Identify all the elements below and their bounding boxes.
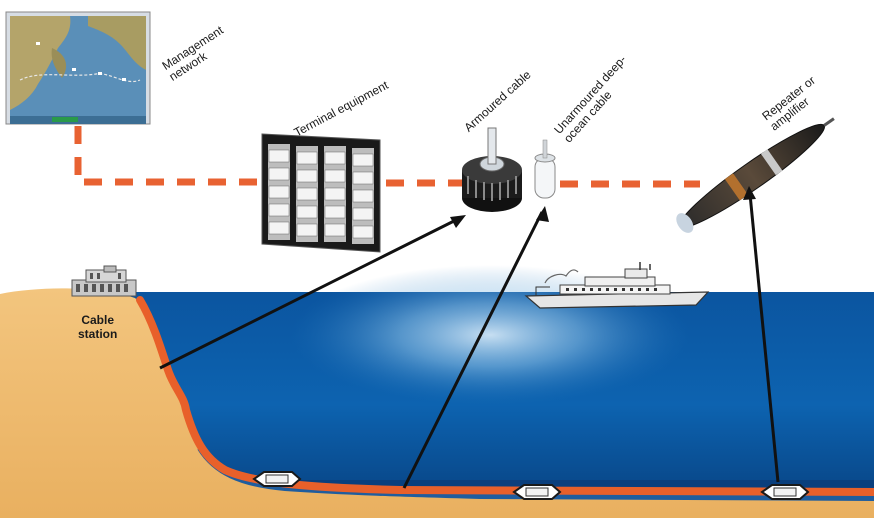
repeater-icon	[676, 117, 835, 233]
submarine-cable	[136, 296, 874, 496]
arrow-head-armoured	[450, 215, 466, 228]
unarmoured-cable-icon	[534, 139, 556, 199]
ship-icon	[524, 262, 710, 309]
pointer-arrows	[159, 193, 780, 489]
cable-repeater-2	[512, 484, 562, 500]
label-line: station	[78, 327, 118, 341]
armoured-cable-icon	[462, 127, 522, 212]
equipment-rack-icon	[261, 133, 381, 253]
arrow-head-repeater	[743, 186, 756, 200]
world-map-screen-icon	[5, 11, 151, 125]
building-icon	[71, 265, 137, 297]
cable-repeater-3	[760, 484, 810, 500]
cable-repeater-1	[252, 471, 302, 487]
management-link	[74, 126, 262, 186]
label-cable-station: Cable station	[78, 313, 117, 341]
label-line: Cable	[81, 313, 115, 327]
arrow-head-unarmoured	[536, 206, 549, 222]
